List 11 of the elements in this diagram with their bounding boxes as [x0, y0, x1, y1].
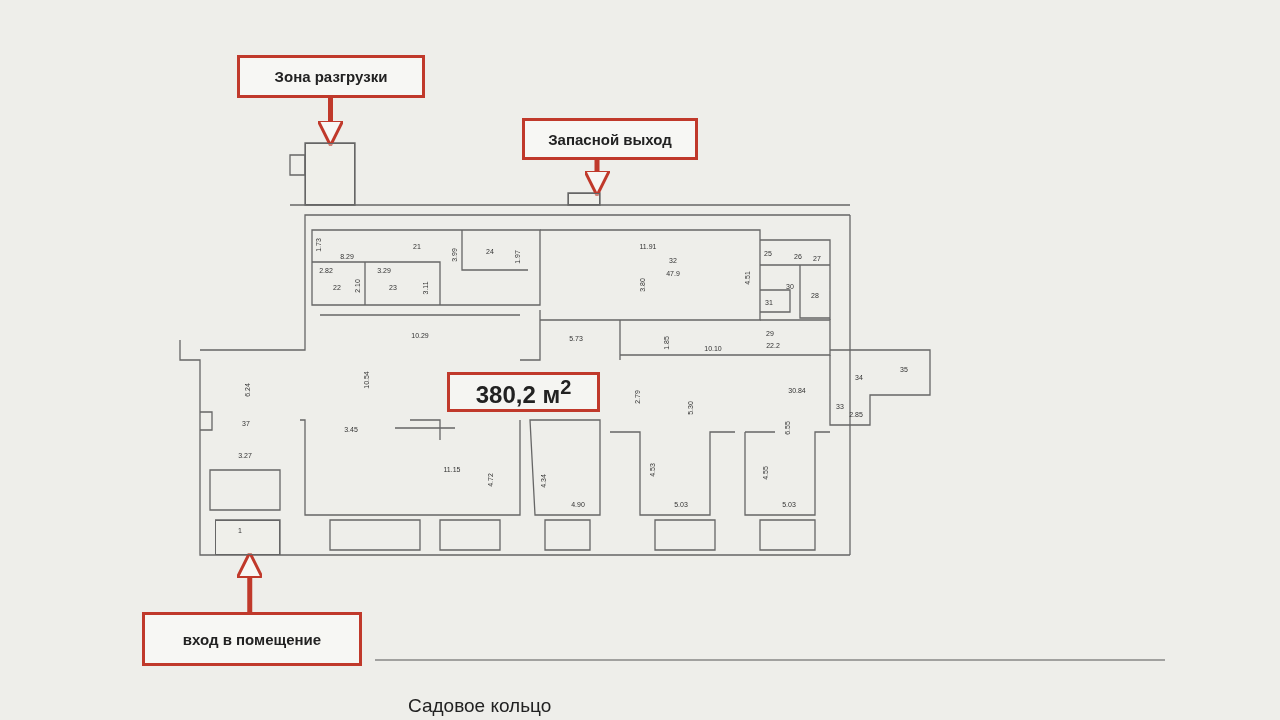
callout-box: Запасной выход — [522, 118, 698, 160]
callout-box: вход в помещение — [142, 612, 362, 666]
arrow — [583, 160, 611, 197]
arrow — [235, 551, 264, 612]
arrow — [316, 98, 345, 147]
unloading-area — [305, 143, 355, 205]
exit-door — [568, 193, 600, 205]
area-box: 380,2 м$^{2}$ — [447, 372, 600, 412]
street-caption: Садовое кольцо — [408, 695, 552, 717]
callout-box: Зона разгрузки — [237, 55, 425, 98]
entrance-door — [215, 520, 280, 555]
